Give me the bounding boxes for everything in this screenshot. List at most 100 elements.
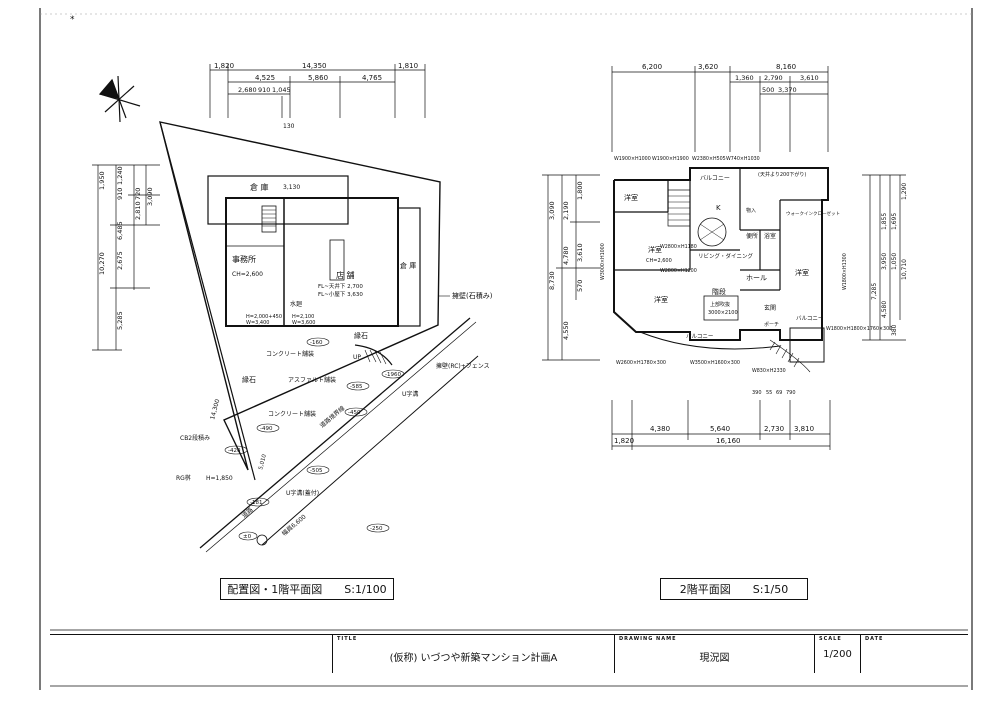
road-line-label: 道路境界線	[318, 404, 346, 429]
f2-bottom-dim-3: 2,730	[764, 425, 784, 433]
u-ditch-lid-label: U字溝(蓋付)	[286, 489, 319, 497]
top-dim-2: 14,350	[302, 62, 327, 70]
scale-head: SCALE	[819, 636, 842, 642]
toilet-label: 水廻	[290, 300, 302, 308]
top-dim-1: 1,820	[214, 62, 234, 70]
second-floor-plan: 6,200 3,620 8,160 1,360 2,790 3,610 500 …	[542, 63, 908, 450]
level-8: -250	[370, 526, 383, 532]
f2-window-6: W2800×H1180	[660, 244, 697, 250]
level-9: ±0	[243, 534, 252, 540]
f2-top-dim-6: 3,610	[800, 74, 819, 82]
left-dim-7: 910	[116, 188, 124, 200]
f2-top-dim-3: 8,160	[776, 63, 796, 71]
f2-bottom-small-4: 790	[786, 390, 796, 396]
f2-top-dim-8: 3,370	[778, 86, 797, 94]
left-dim-4: 6,485	[116, 221, 124, 240]
warehouse-label: 倉 庫	[400, 261, 416, 270]
curb-label-1: 縁石	[354, 331, 368, 340]
date-head: DATE	[865, 636, 884, 642]
f2-top-dim-5: 2,790	[764, 74, 783, 82]
f2-left-dim-3: 2,190	[562, 201, 570, 220]
f2-left-dim-5: 4,780	[562, 246, 570, 265]
f2-balcony-bottom	[639, 331, 781, 350]
f2-void-circle	[697, 217, 727, 247]
f2-left-dim-7: 570	[576, 280, 584, 292]
f2-upper-void	[703, 295, 739, 321]
rc-fence-label: 擁壁(RC)+フェンス	[436, 362, 490, 370]
level-markers: -160 -1960 -585 -490 -450 -505 -181 -250…	[224, 337, 405, 541]
date-cell: DATE	[860, 635, 968, 673]
f2-right-dim-3: 1,855	[881, 213, 888, 230]
f2-kitchen: K	[716, 204, 721, 212]
f2-entrance: 玄関	[764, 304, 776, 312]
left-dim-2: 5,285	[116, 311, 124, 330]
top-dim-8: 910	[258, 86, 270, 94]
f2-bottom-dim-1: 4,380	[650, 425, 670, 433]
f2-ceiling-note: (天井より200下がり)	[758, 171, 806, 178]
f2-bottom-small-3: 69	[776, 390, 782, 396]
f2-upper-part: 上部吹抜	[710, 301, 730, 308]
site-west-edge	[159, 121, 256, 481]
f2-bottom-small-1: 390	[752, 390, 762, 396]
road-edge-lower	[261, 355, 479, 546]
f2-window-4: W740×H1030	[726, 156, 760, 162]
f2-top-dim-2: 3,620	[698, 63, 718, 71]
f2-western1: 洋室	[624, 193, 638, 202]
u-ditch-label: U字溝	[402, 390, 418, 398]
level-1: -160	[310, 340, 323, 346]
storage-label: 倉 庫	[250, 182, 269, 192]
f2-left-dim-6: 3,610	[576, 243, 584, 262]
title-head: TITLE	[337, 636, 358, 642]
f2-storage: 物入	[746, 207, 756, 214]
f2-outer-wall	[613, 167, 829, 341]
f2-western2: 洋室	[648, 245, 662, 254]
f2-balcony-right: バルコニー	[796, 315, 823, 322]
f2-walkin: ウォークインクローゼット	[786, 210, 840, 217]
f2-right-dim-7: 1,050	[891, 253, 898, 270]
top-dim-9: 1,045	[272, 86, 291, 94]
site-boundary	[159, 121, 441, 471]
plan-dim-3130: 3,130	[283, 184, 300, 191]
f2-right-dim-8: 4,580	[881, 301, 888, 318]
entrance-up-label: UP	[353, 354, 361, 361]
warehouse-block	[397, 207, 421, 327]
top-dim-6: 4,765	[362, 74, 382, 82]
cb-block-label: CB2段積み	[180, 434, 210, 442]
f2-bottom-dim-2: 5,640	[710, 425, 730, 433]
f2-right-dim-2: 1,290	[901, 183, 908, 200]
f2-hall: ホール	[746, 274, 767, 282]
f2-left-dim-1: 8,730	[548, 271, 556, 290]
concrete-paving-label-2: コンクリート舗装	[268, 410, 316, 418]
f2-right-dim-6: 7,285	[871, 283, 878, 300]
top-dim-small: 130	[283, 123, 295, 130]
corner-stamp: *	[70, 15, 75, 25]
office-label: 事務所	[232, 254, 256, 264]
side-dim: 14,300	[209, 398, 221, 420]
f2-bath: 浴室	[764, 232, 776, 240]
f2-western-right: 洋室	[795, 268, 809, 277]
f2-window-12: W830×H2330	[752, 368, 786, 374]
f2-stair-hall: 階段	[712, 287, 726, 296]
office-window-w: W=3,400	[246, 320, 269, 326]
shop-window-h: H=2,100	[292, 314, 314, 320]
f2-right-dim-1: 10,710	[901, 259, 908, 280]
site-plan-caption-title: 配置図・1階平面図	[227, 583, 323, 596]
level-4: -490	[260, 426, 273, 432]
office-ch: CH=2,600	[232, 271, 263, 278]
second-floor-caption-scale: S:1/50	[752, 582, 789, 596]
f2-balcony-bottom-label: バルコニー	[686, 333, 713, 340]
level-5: -450	[348, 410, 361, 416]
f2-window-3: W2380×H505	[692, 156, 726, 162]
shop-window-w: W=3,600	[292, 320, 315, 326]
left-dim-3: 2,675	[116, 251, 124, 270]
site-plan-caption-scale: S:1/100	[344, 582, 387, 596]
level-3: -585	[350, 384, 363, 390]
office-window-h: H=2,000+450	[246, 314, 282, 320]
f2-window-9: W2600×H1780×300	[616, 360, 666, 366]
f2-porch: ポーチ	[764, 321, 779, 328]
f2-window-8: W1800×H1300	[842, 253, 848, 290]
drawing-name-head: DRAWING NAME	[619, 636, 677, 642]
shop-ch2: FL~小屋下 3,630	[318, 290, 363, 298]
site-plan-caption: 配置図・1階平面図 S:1/100	[220, 578, 394, 600]
